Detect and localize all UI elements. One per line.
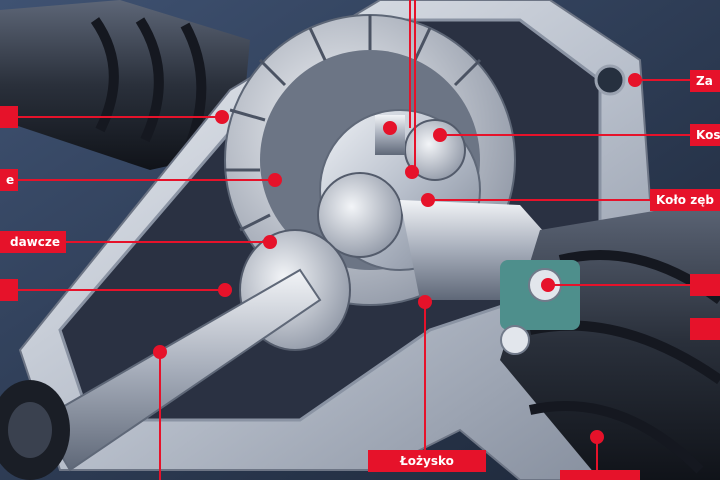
label-right-4 (690, 274, 720, 296)
label-left-2: e (0, 169, 18, 191)
label-bottom-center: Łożysko (368, 450, 486, 472)
label-right-5 (690, 318, 720, 340)
label-bottom-right (560, 470, 640, 480)
right-output-shaft (400, 200, 720, 480)
input-shaft (0, 268, 322, 480)
label-left-1 (0, 106, 18, 128)
leader-lines (0, 0, 690, 480)
label-top-right-1: Za (690, 70, 720, 92)
label-left-3: dawcze (0, 231, 66, 253)
label-right-2: Kos (690, 124, 720, 146)
label-left-4 (0, 279, 18, 301)
label-right-3: Koło zęb (650, 189, 720, 211)
